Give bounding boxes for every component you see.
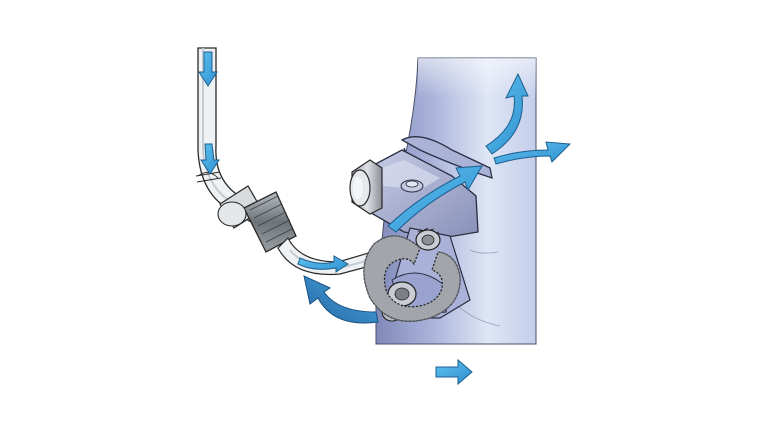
outflow-arrow-up-icon [485, 72, 529, 155]
outflow-arrow-diagonal-icon [387, 165, 483, 233]
inflow-arrow-lower-icon [297, 255, 349, 273]
inflow-arrow-top-icon [198, 51, 218, 87]
connector-fitting [217, 185, 297, 253]
bracket-knob [349, 159, 383, 215]
legend-right-arrow-icon [435, 358, 473, 386]
outflow-arrow-right-icon [493, 141, 572, 165]
threaded-screw-upper [415, 227, 441, 251]
serrated-ring-clamp [363, 235, 461, 322]
return-arrow-icon [303, 275, 379, 324]
inflow-arrow-bend-icon [200, 143, 220, 175]
